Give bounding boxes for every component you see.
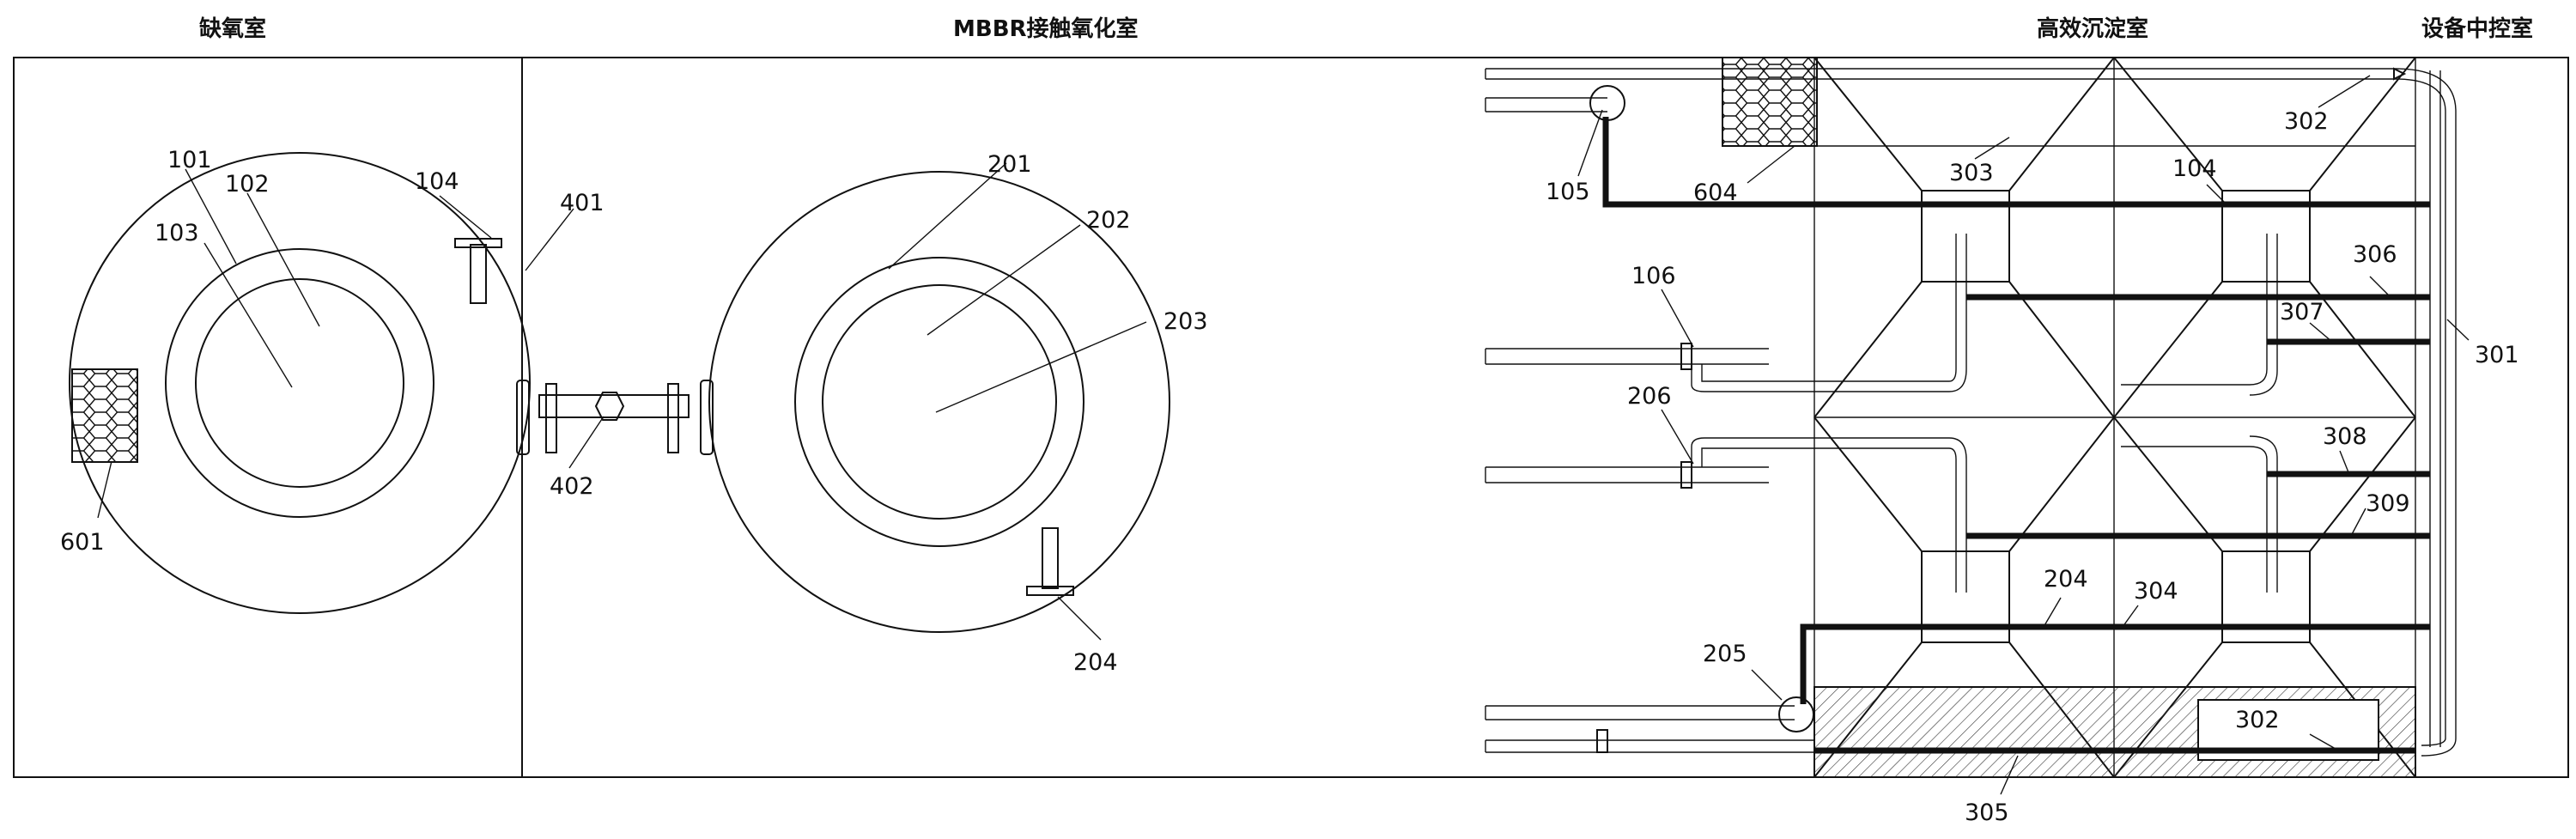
outer-frame — [13, 57, 2569, 778]
label-302-bottom: 302 — [2235, 707, 2280, 733]
mbbr-tank — [708, 171, 1170, 633]
label-301: 301 — [2475, 342, 2519, 368]
aeration-pipe-306-307 — [1966, 294, 2430, 345]
aeration-pipe-204-304 — [1800, 623, 2430, 754]
label-309: 309 — [2366, 490, 2410, 517]
riser-pipe-301 — [2393, 67, 2457, 757]
filler-block-601 — [71, 368, 138, 463]
label-105: 105 — [1546, 179, 1590, 205]
label-103: 103 — [155, 220, 199, 246]
label-306: 306 — [2353, 241, 2397, 268]
inlet-pipe-106 — [1485, 234, 1967, 392]
label-308: 308 — [2323, 423, 2367, 450]
label-601: 601 — [60, 529, 105, 556]
inlet-pipe-206-branch — [2121, 435, 2278, 593]
connecting-pipe-402 — [516, 380, 714, 455]
label-203: 203 — [1163, 308, 1208, 335]
label-206: 206 — [1627, 383, 1672, 410]
label-201: 201 — [987, 151, 1032, 178]
anoxic-tank — [69, 152, 531, 614]
label-104-right: 104 — [2172, 155, 2217, 182]
top-pipes — [1485, 68, 2396, 121]
title-anoxic-room: 缺氧室 — [199, 15, 266, 42]
label-102: 102 — [225, 171, 270, 198]
label-205: 205 — [1703, 641, 1747, 667]
outlet-pipe-204-mbbr — [1026, 527, 1074, 596]
bottom-pipes — [1485, 696, 1814, 753]
aeration-pipe-308-309 — [1966, 471, 2430, 539]
title-settling-room: 高效沉淀室 — [2037, 15, 2148, 42]
label-402: 402 — [550, 473, 594, 500]
label-202: 202 — [1086, 207, 1131, 234]
pump-205 — [1778, 696, 1814, 733]
label-307: 307 — [2280, 299, 2324, 325]
label-604: 604 — [1693, 179, 1738, 206]
inlet-pipe-106-branch — [2121, 234, 2278, 396]
title-mbbr-room: MBBR接触氧化室 — [953, 15, 1139, 42]
label-204-right: 204 — [2044, 566, 2088, 593]
label-401: 401 — [560, 190, 605, 216]
aeration-pipe-104 — [1602, 117, 2430, 208]
inlet-pipe-206 — [1485, 437, 1967, 593]
label-106: 106 — [1631, 263, 1676, 289]
label-304: 304 — [2134, 578, 2178, 605]
settling-hoppers-upper — [1814, 57, 2416, 418]
label-303: 303 — [1949, 160, 1994, 186]
filler-block-604 — [1722, 57, 1818, 147]
label-204-mbbr: 204 — [1073, 649, 1118, 676]
title-control-room: 设备中控室 — [2421, 15, 2533, 42]
label-302-top: 302 — [2284, 108, 2329, 135]
label-104-left: 104 — [415, 168, 459, 195]
inlet-pipe-104-left — [454, 238, 502, 304]
label-305: 305 — [1965, 799, 2009, 826]
label-101: 101 — [167, 147, 212, 173]
